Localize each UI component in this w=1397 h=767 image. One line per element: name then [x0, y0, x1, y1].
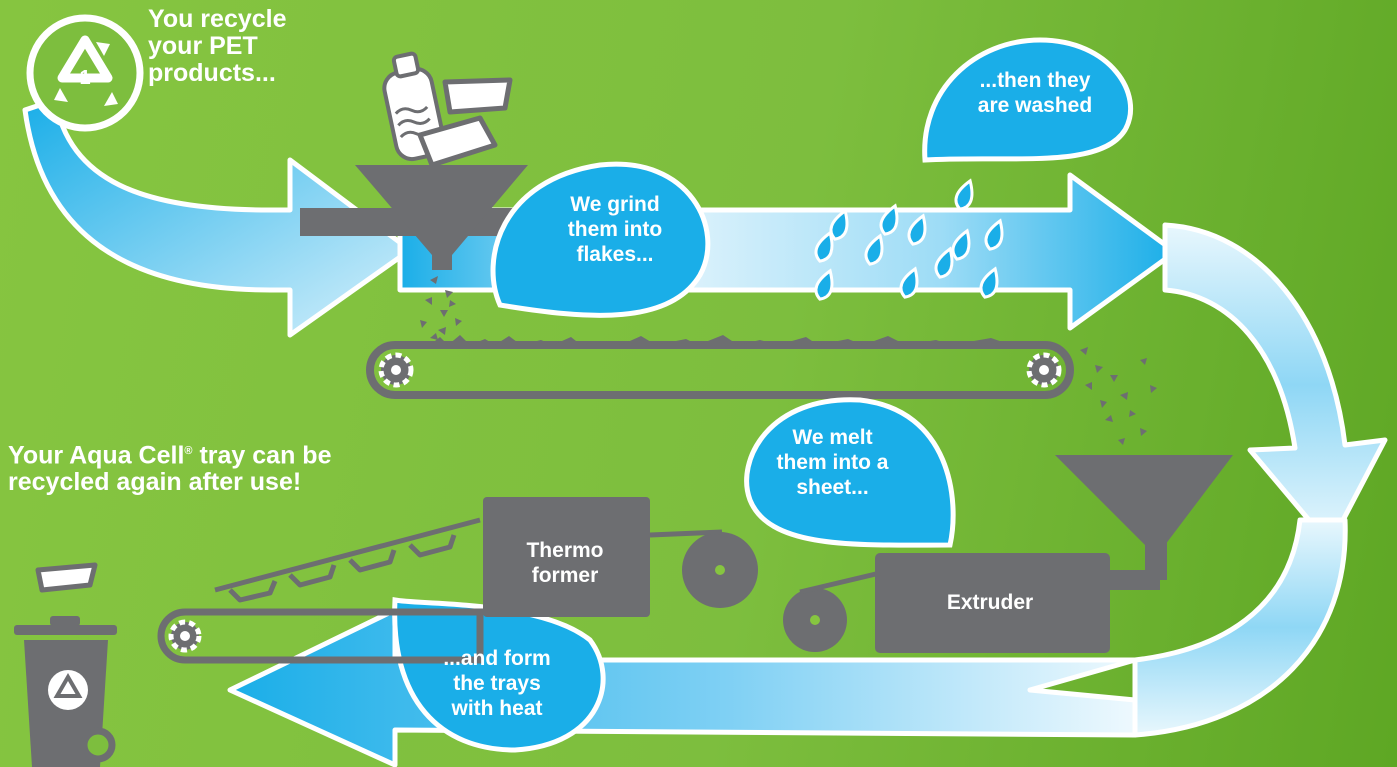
conveyor-belt-bottom — [157, 608, 484, 664]
tray-icon-bottom — [35, 562, 98, 593]
falling-flakes-right — [1080, 347, 1157, 445]
flow-arrow-right — [1132, 222, 1388, 738]
bubble-grind — [490, 161, 711, 318]
extruder-label: Extruder — [946, 591, 1034, 614]
conveyor-belt-top — [366, 335, 1074, 399]
formed-trays-line — [214, 517, 481, 603]
recycle-code-number: 1 — [79, 67, 90, 89]
step-grind-label: We grind them into flakes... — [567, 193, 663, 266]
closing-line-end: tray can be recycled again after use! — [8, 441, 332, 497]
recycle-bin-icon — [14, 616, 117, 767]
bubble-wash — [922, 37, 1133, 163]
step-melt-label: We melt them into a sheet... — [776, 426, 889, 499]
gear-icon-left — [378, 352, 414, 388]
falling-flakes — [420, 276, 462, 340]
step-form-label: ...and form the trays with heat — [443, 647, 551, 720]
thermoformer-label: Thermo former — [526, 539, 604, 587]
step-recycle-label: You recycle your PET products... — [148, 5, 287, 87]
closing-message: Your Aqua Cell® tray can be recycled aga… — [8, 438, 348, 496]
recycle-logo-icon — [26, 14, 144, 132]
extruder-machine-icon — [783, 455, 1233, 653]
gear-icon-bottom — [168, 619, 202, 653]
bubble-melt — [744, 397, 956, 548]
closing-line-start: Your Aqua Cell — [8, 441, 185, 470]
water-drops-icon — [814, 178, 1004, 301]
step-wash-label: ...then they are washed — [977, 69, 1093, 117]
registered-mark: ® — [184, 445, 193, 457]
grinder-funnel-icon — [300, 165, 528, 270]
tray-icon-top — [417, 77, 513, 168]
gear-icon-right — [1026, 352, 1062, 388]
thermoformer-machine-icon — [483, 497, 758, 617]
